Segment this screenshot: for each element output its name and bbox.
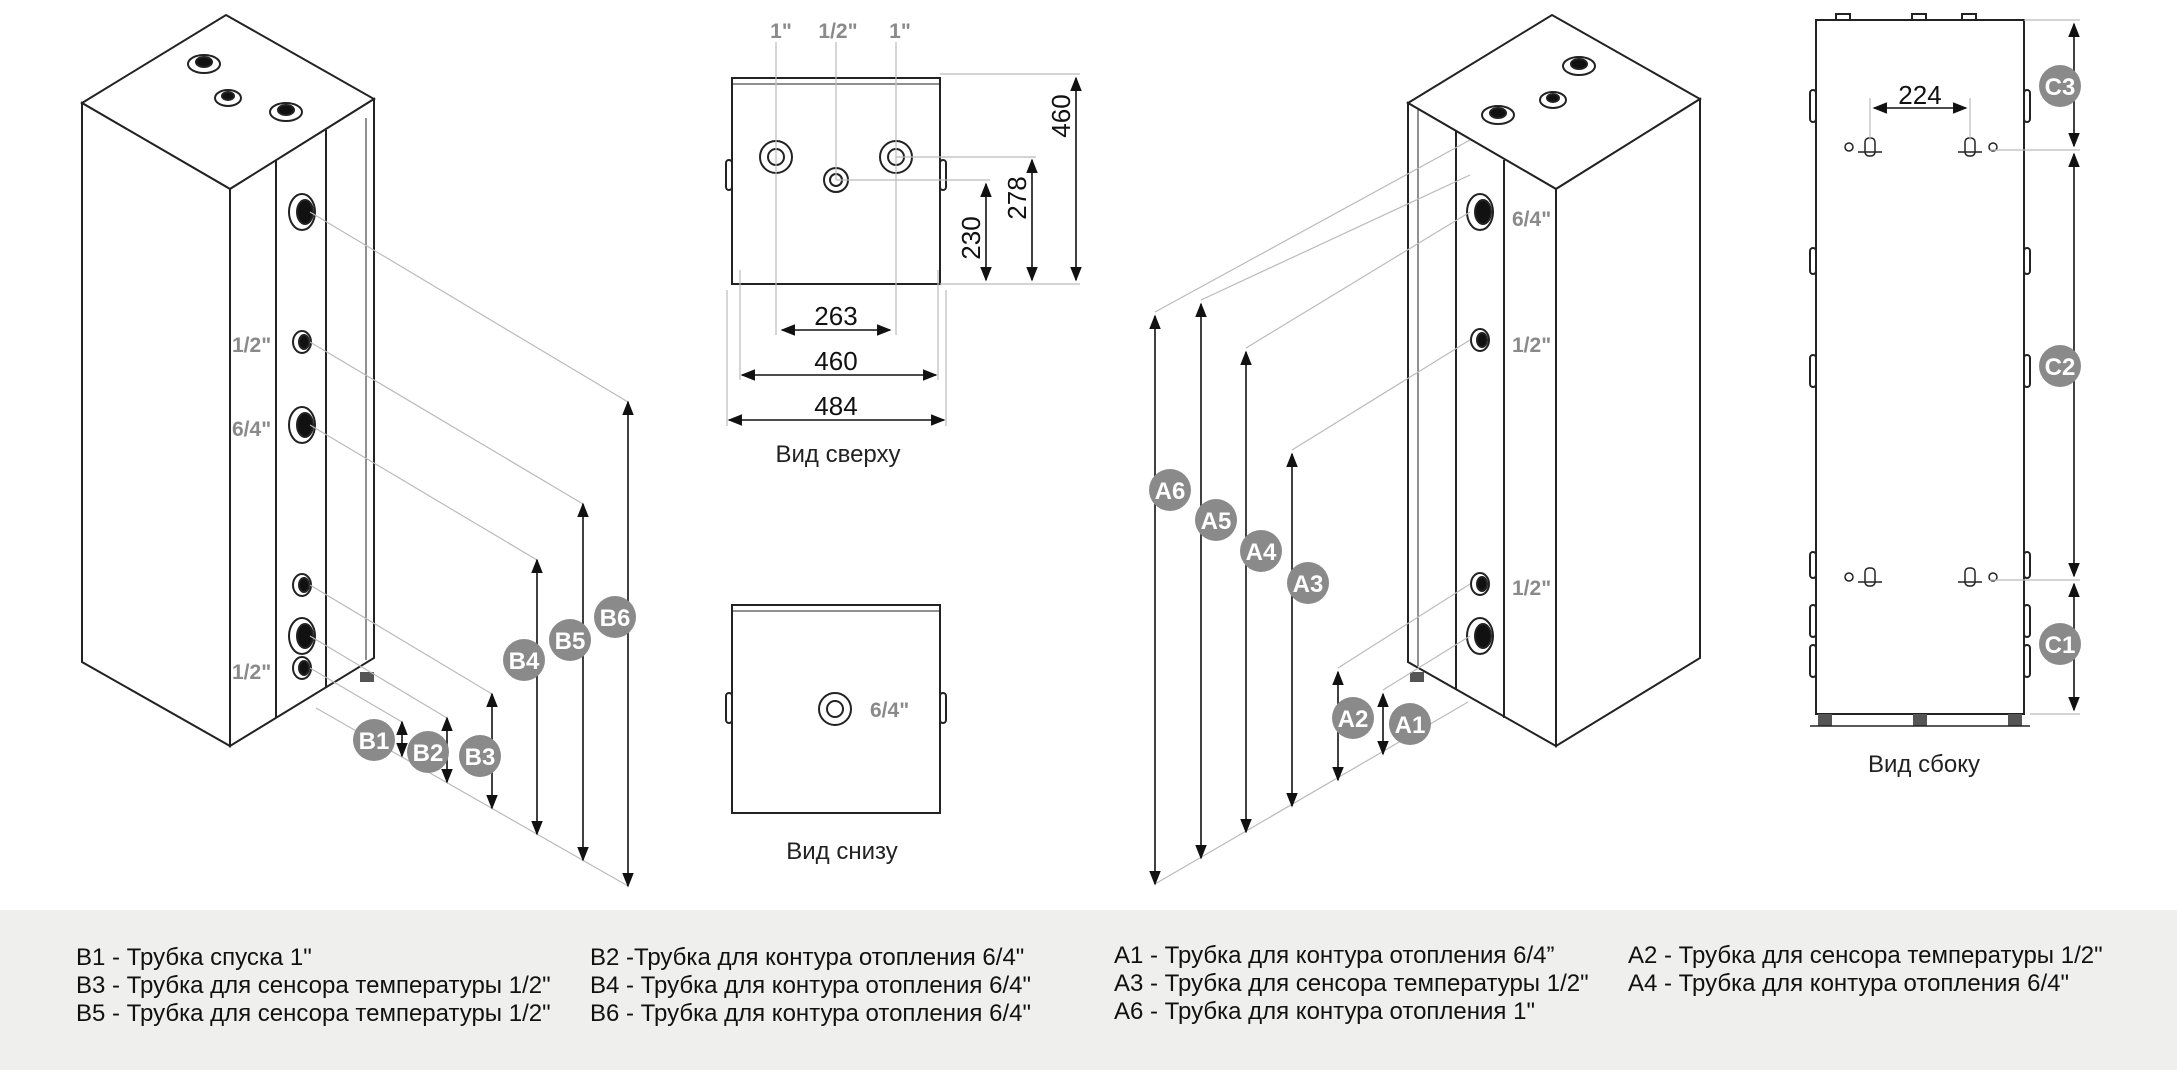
bottom-view-caption: Вид снизу: [786, 838, 897, 865]
port-label: 6/4": [232, 418, 271, 441]
dim-460-vertical: 460: [1046, 94, 1076, 137]
port-label: 1": [889, 20, 911, 43]
side-view-extension-lines: [1869, 19, 2080, 715]
badge-c2: C2: [2045, 354, 2076, 381]
legend-panel: B1 - Трубка спуска 1" B3 - Трубка для се…: [0, 910, 2177, 1070]
top-view-extension-lines: [726, 42, 1080, 426]
left-iso-port-labels: 1/2" 6/4" 1/2": [232, 334, 271, 684]
port-label: 1/2": [232, 661, 271, 684]
legend-item: A3 - Трубка для сенсора температуры 1/2": [1114, 970, 1589, 997]
legend-column-1: B1 - Трубка спуска 1" B3 - Трубка для се…: [76, 944, 551, 1028]
dim-484: 484: [814, 391, 857, 421]
port-label: 1/2": [1512, 334, 1551, 357]
badge-a6: A6: [1155, 478, 1186, 505]
port-label: 1/2": [818, 20, 857, 43]
badge-b6: B6: [600, 605, 631, 632]
side-view-caption: Вид сбоку: [1868, 751, 1980, 778]
dim-224: 224: [1898, 80, 1941, 110]
side-view-labels: 224 C3 C2 C1 Вид сбоку: [1868, 65, 2081, 778]
badge-a5: A5: [1201, 508, 1232, 535]
badge-b3: B3: [465, 744, 496, 771]
legend-item: A4 - Трубка для контура отопления 6/4": [1628, 970, 2069, 997]
top-view-dimension-arrows: [727, 76, 1082, 426]
top-view-labels: 1" 1/2" 1" 263 460 484 460 278 230 Вид с…: [770, 20, 1076, 468]
port-label: 1": [770, 20, 792, 43]
left-iso-dimension-arrows: [396, 400, 634, 888]
badge-a3: A3: [1293, 571, 1324, 598]
bottom-view: [725, 604, 947, 814]
bottom-view-labels: 6/4" Вид снизу: [786, 699, 909, 865]
dim-263: 263: [814, 301, 857, 331]
port-label: 1/2": [1512, 577, 1551, 600]
badge-b5: B5: [555, 628, 586, 655]
badge-a1: A1: [1395, 712, 1426, 739]
right-iso-badges: A6 A5 A4 A3 A2 A1: [1149, 469, 1431, 745]
port-label: 6/4": [870, 699, 909, 722]
legend-column-3: A1 - Трубка для контура отопления 6/4” A…: [1114, 942, 1589, 1026]
badge-c1: C1: [2045, 632, 2076, 659]
legend-item: B6 - Трубка для контура отопления 6/4": [590, 1000, 1031, 1027]
badge-a2: A2: [1338, 706, 1369, 733]
legend-item: B5 - Трубка для сенсора температуры 1/2": [76, 1000, 551, 1027]
legend-item: A1 - Трубка для контура отопления 6/4”: [1114, 942, 1555, 969]
right-iso-dimension-arrows: [1149, 302, 1389, 886]
left-isometric-tank: [80, 13, 376, 748]
side-view: [1809, 13, 2031, 727]
technical-drawing: 1/2" 6/4" 1/2" B1 B2 B3 B4 B5 B6: [80, 13, 2081, 888]
top-view-caption: Вид сверху: [776, 441, 901, 468]
badge-b2: B2: [413, 740, 444, 767]
port-label: 1/2": [232, 334, 271, 357]
legend-item: A2 - Трубка для сенсора температуры 1/2": [1628, 942, 2103, 969]
legend-item: B2 -Трубка для контура отопления 6/4": [590, 944, 1025, 971]
port-label: 6/4": [1512, 208, 1551, 231]
badge-a4: A4: [1246, 539, 1277, 566]
side-view-hangers: [1844, 137, 1998, 587]
badge-c3: C3: [2045, 74, 2076, 101]
left-iso-leaders: [309, 211, 629, 887]
badge-b1: B1: [359, 728, 390, 755]
dim-460: 460: [814, 346, 857, 376]
right-iso-port-labels: 6/4" 1/2" 1/2": [1512, 208, 1551, 600]
legend-item: A6 - Трубка для контура отопления 1": [1114, 998, 1535, 1025]
legend-item: B4 - Трубка для контура отопления 6/4": [590, 972, 1031, 999]
legend-item: B3 - Трубка для сенсора температуры 1/2": [76, 972, 551, 999]
legend-column-2: B2 -Трубка для контура отопления 6/4" B4…: [590, 944, 1031, 1028]
dim-278: 278: [1002, 176, 1032, 219]
left-iso-badges: B1 B2 B3 B4 B5 B6: [353, 596, 636, 777]
badge-b4: B4: [509, 648, 540, 675]
legend-column-4: A2 - Трубка для сенсора температуры 1/2"…: [1628, 942, 2103, 998]
right-isometric-tank: [1406, 13, 1702, 748]
right-iso-leaders: [1154, 139, 1471, 885]
dim-230: 230: [956, 216, 986, 259]
legend-item: B1 - Трубка спуска 1": [76, 944, 312, 971]
